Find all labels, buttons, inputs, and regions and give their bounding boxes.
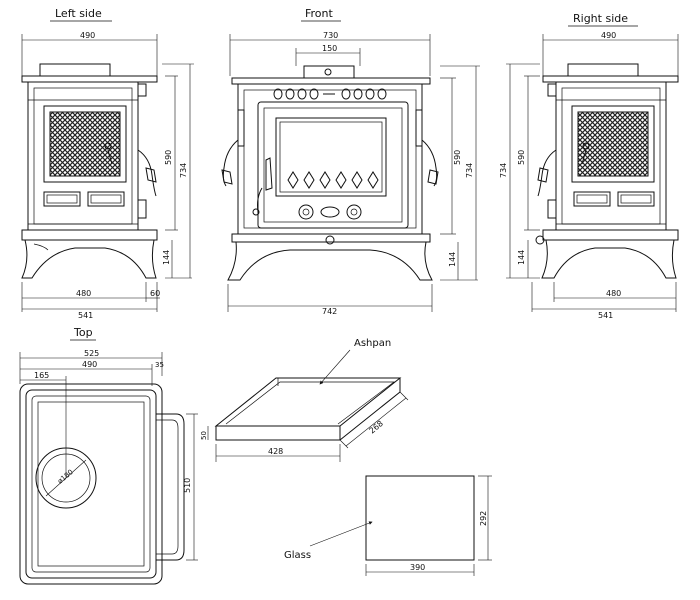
right-leg-dim: 144 [517,250,526,265]
top-flue-pos-dim: 165 [34,371,49,380]
ashpan-height-dim: 50 [200,431,208,440]
front-title: Front [305,7,334,20]
left-h590-dim: 590 [164,150,173,165]
ashpan-label: Ashpan [354,338,391,349]
top-flue-dia-dim: ø180 [56,468,75,485]
right-base-dim: 480 [606,289,621,298]
left-depth-dim: 541 [78,311,93,320]
front-leg-dim: 144 [448,252,457,267]
left-base-dim: 480 [76,289,91,298]
glass-width-dim: 390 [410,563,425,572]
front-width-dim: 730 [323,31,338,40]
top-offset-dim: 35 [155,361,164,369]
glass-view: Glass 292 390 [284,475,492,576]
left-width-dim: 490 [80,31,95,40]
right-side-view: Right side 490 734 590 [499,12,679,320]
front-h590-dim: 590 [453,150,462,165]
ashpan-width-dim: 428 [268,447,283,456]
glass-label: Glass [284,550,311,561]
top-depth-dim: 510 [183,478,192,493]
ashpan-depth-dim: 268 [368,419,385,436]
left-h734-dim: 734 [179,163,188,178]
right-side-title: Right side [573,12,628,25]
right-h734-dim: 734 [499,163,508,178]
front-view: Front 730 150 [221,7,480,316]
right-h590-dim: 590 [517,150,526,165]
front-top-ovals [273,88,387,100]
glass-height-dim: 292 [479,511,488,526]
front-h734-dim: 734 [465,163,474,178]
front-flue-dim: 150 [322,44,337,53]
front-flame-motifs [287,171,379,189]
top-view: Top 525 490 35 165 ø180 510 [19,326,198,585]
top-title: Top [73,326,93,339]
ashpan-view: Ashpan 50 428 268 [200,338,409,462]
right-depth-dim: 541 [598,311,613,320]
top-inner-dim: 490 [82,360,97,369]
right-width-dim: 490 [601,31,616,40]
left-side-title: Left side [55,7,102,20]
front-base-dim: 742 [322,307,337,316]
left-side-view: Left side 490 [21,7,194,320]
left-leg-dim: 144 [162,250,171,265]
left-foot-dim: 60 [150,289,160,298]
top-outer-dim: 525 [84,349,99,358]
